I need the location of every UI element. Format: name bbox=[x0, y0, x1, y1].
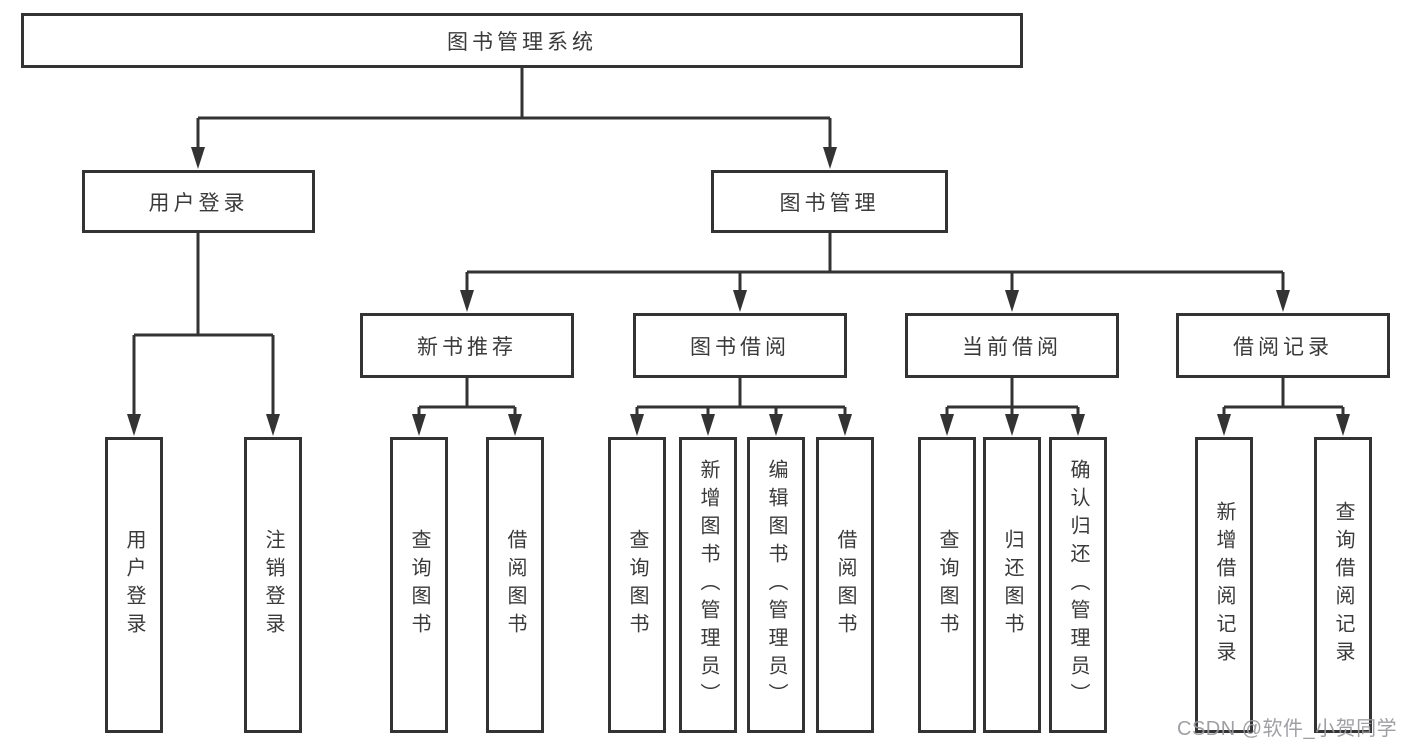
connector-newbook-split bbox=[417, 378, 517, 424]
leaf-add-borrow-record: 新增借阅记录 bbox=[1195, 437, 1253, 733]
leaf-logout: 注销登录 bbox=[244, 437, 302, 733]
leaf-query-books-recommend: 查询图书 bbox=[390, 437, 448, 733]
connector-userlogin-split bbox=[132, 233, 275, 424]
connector-root-split bbox=[196, 68, 832, 157]
leaf-query-books-current: 查询图书 bbox=[918, 437, 976, 733]
arrowheads bbox=[127, 147, 1350, 436]
watermark-text: CSDN @软件_小贺同学 bbox=[1177, 718, 1398, 740]
node-root: 图书管理系统 bbox=[21, 13, 1023, 68]
leaf-return-books: 归还图书 bbox=[983, 437, 1041, 733]
node-borrowing-records: 借阅记录 bbox=[1176, 313, 1390, 378]
connector-bookmgmt-split bbox=[465, 233, 1285, 300]
leaf-borrow-books-recommend: 借阅图书 bbox=[486, 437, 544, 733]
leaf-user-login: 用户登录 bbox=[105, 437, 163, 733]
leaf-borrow-books-borrowing: 借阅图书 bbox=[816, 437, 874, 733]
leaf-add-book-admin: 新增图书（管理员） bbox=[679, 437, 737, 733]
connector-bookborrow-split bbox=[635, 378, 847, 424]
leaf-edit-book-admin: 编辑图书（管理员） bbox=[747, 437, 805, 733]
node-new-book-recommend: 新书推荐 bbox=[360, 313, 574, 378]
leaf-query-borrow-record: 查询借阅记录 bbox=[1314, 437, 1372, 733]
connector-borrowrecords-split bbox=[1222, 378, 1345, 424]
leaf-query-books-borrowing: 查询图书 bbox=[608, 437, 666, 733]
leaf-confirm-return-admin: 确认归还（管理员） bbox=[1049, 437, 1107, 733]
node-current-borrowing: 当前借阅 bbox=[905, 313, 1119, 378]
node-book-borrowing: 图书借阅 bbox=[633, 313, 847, 378]
node-book-management: 图书管理 bbox=[711, 170, 948, 233]
node-user-login: 用户登录 bbox=[82, 170, 315, 233]
